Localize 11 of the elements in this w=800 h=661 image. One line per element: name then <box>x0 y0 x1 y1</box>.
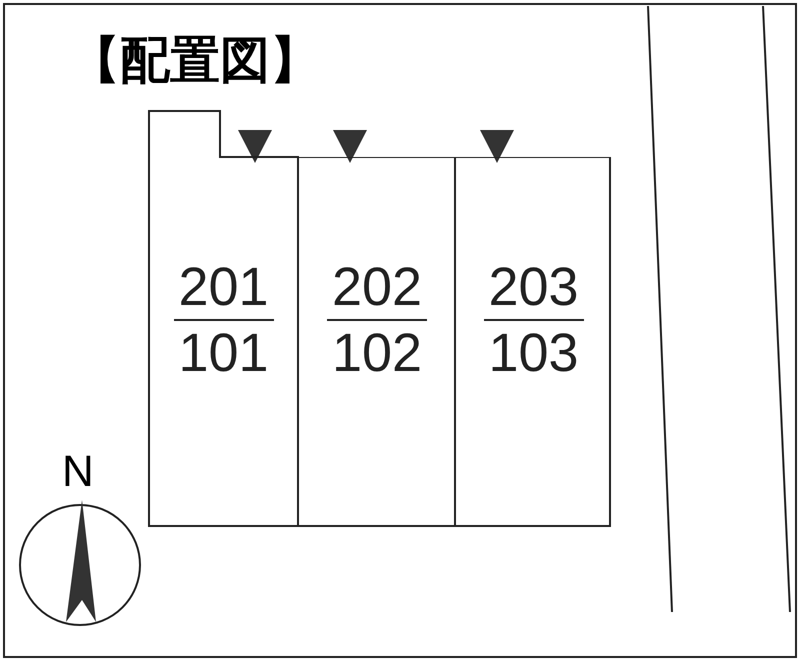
unit-outline <box>148 110 299 528</box>
unit-number: 103 <box>488 323 579 383</box>
plan-title: 【配置図】 <box>70 31 320 90</box>
unit-outline <box>455 157 612 528</box>
unit-number: 203 <box>488 257 579 317</box>
unit-number: 201 <box>178 257 269 317</box>
unit-outline <box>298 157 456 528</box>
north-label: N <box>62 448 94 496</box>
unit-number: 101 <box>178 323 269 383</box>
unit-number: 102 <box>332 323 422 383</box>
unit-number: 202 <box>332 257 422 317</box>
